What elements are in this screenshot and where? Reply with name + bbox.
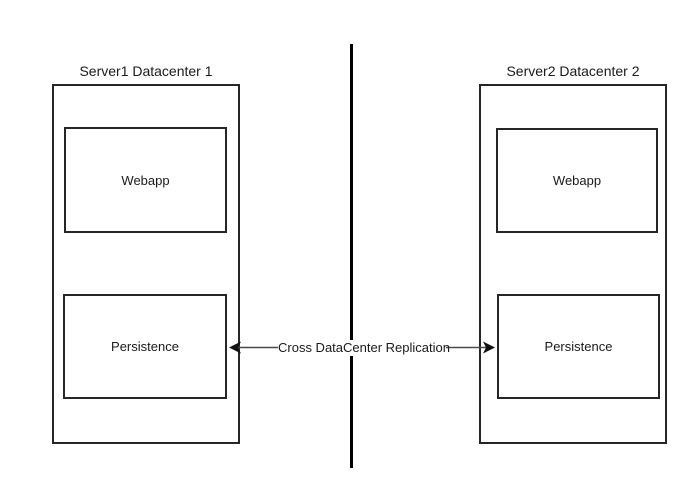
server2-container-box: Webapp Persistence — [479, 84, 667, 444]
server2-webapp-node: Webapp — [496, 128, 658, 233]
server1-webapp-node: Webapp — [64, 127, 227, 233]
datacenter-divider-line — [350, 44, 353, 468]
server1-datacenter-title: Server1 Datacenter 1 — [79, 63, 213, 79]
server1-persistence-node: Persistence — [63, 294, 227, 399]
server1-webapp-label: Webapp — [121, 172, 170, 188]
server2-datacenter-title: Server2 Datacenter 2 — [506, 63, 640, 79]
server2-webapp-label: Webapp — [552, 173, 602, 188]
server2-persistence-label: Persistence — [544, 339, 613, 354]
server1-container-box: Webapp Persistence — [52, 84, 240, 444]
replication-arrow-label: Cross DataCenter Replication — [278, 340, 450, 356]
server1-persistence-label: Persistence — [111, 339, 179, 354]
server2-persistence-node: Persistence — [497, 294, 660, 399]
